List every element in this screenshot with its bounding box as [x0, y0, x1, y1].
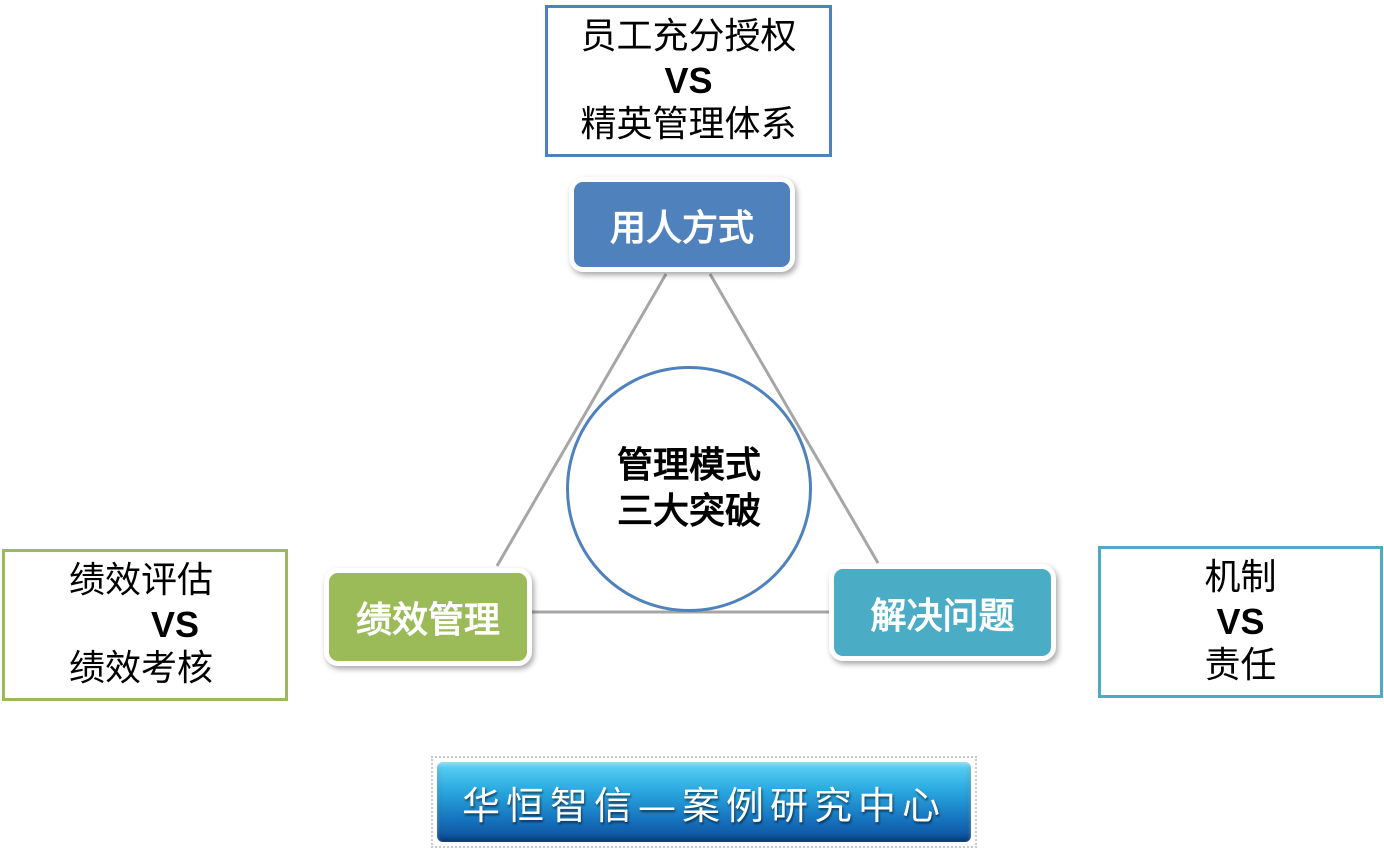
node-employment-method: 用人方式	[569, 177, 795, 272]
connector-top-right	[708, 273, 880, 564]
right-box-vs: VS	[1216, 601, 1265, 642]
center-line2: 三大突破	[616, 491, 761, 532]
right-contrast-box: 机制 VS 责任	[1098, 546, 1383, 698]
right-box-line1: 机制	[1204, 557, 1277, 598]
connector-top-left	[495, 273, 668, 567]
node-top-label: 用人方式	[609, 207, 754, 249]
node-problem-solving: 解决问题	[829, 564, 1056, 661]
center-line1: 管理模式	[616, 445, 761, 486]
footer-banner: 华恒智信—案例研究中心	[431, 756, 977, 848]
right-box-line2: 责任	[1204, 645, 1277, 686]
top-box-line1: 员工充分授权	[580, 16, 797, 57]
left-box-vs: VS	[151, 604, 200, 645]
top-contrast-box: 员工充分授权 VS 精英管理体系	[545, 5, 832, 157]
left-contrast-box: 绩效评估 VS 绩效考核	[2, 549, 288, 701]
left-box-line2: 绩效考核	[69, 648, 214, 689]
top-box-vs: VS	[664, 60, 713, 101]
footer-text: 华恒智信—案例研究中心	[461, 783, 946, 828]
node-left-label: 绩效管理	[355, 600, 500, 641]
node-performance-management: 绩效管理	[324, 568, 532, 666]
node-right-label: 解决问题	[870, 595, 1015, 637]
left-box-line1: 绩效评估	[69, 560, 214, 601]
top-box-line2: 精英管理体系	[580, 104, 797, 145]
center-circle: 管理模式 三大突破	[566, 366, 812, 612]
footer-banner-inner: 华恒智信—案例研究中心	[437, 762, 971, 842]
